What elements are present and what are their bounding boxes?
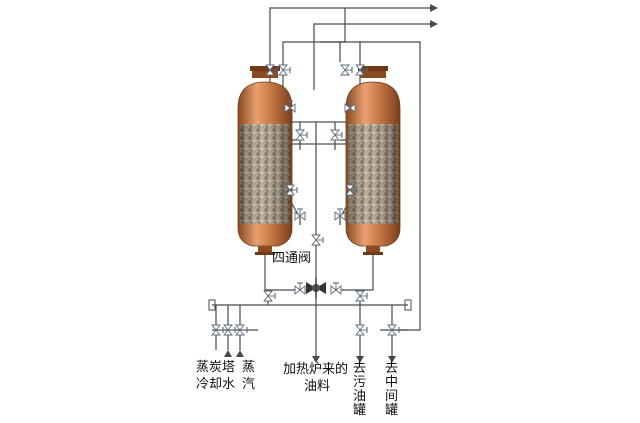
adsorber-right bbox=[345, 66, 401, 255]
intermediate-tank-label: 去中间罐 bbox=[385, 361, 399, 418]
arrow-right-icon bbox=[430, 20, 438, 28]
valve-icon bbox=[345, 184, 358, 196]
valve-icon bbox=[330, 282, 342, 295]
valve-icon bbox=[311, 234, 324, 246]
four-way-valve-label: 四通阀 bbox=[272, 251, 312, 266]
valve-icon bbox=[355, 324, 368, 336]
feed-oil-label-line1: 加热炉来的 bbox=[283, 362, 349, 377]
valve-icon bbox=[265, 64, 278, 76]
arrow-down-icon bbox=[224, 350, 232, 357]
valve-icon bbox=[355, 290, 368, 302]
four-way-valve-icon bbox=[306, 278, 326, 298]
valve-icon bbox=[355, 64, 368, 76]
cooling-water-label-line1: 蒸炭塔 bbox=[196, 360, 236, 375]
arrow-down-icon bbox=[236, 350, 244, 357]
valve-icon bbox=[235, 324, 248, 336]
cooling-water-label-line2: 冷却水 bbox=[196, 377, 236, 392]
slop-tank-label: 去污油罐 bbox=[353, 361, 367, 418]
arrow-right-icon bbox=[430, 4, 438, 12]
arrow-down-icon bbox=[388, 356, 396, 363]
valve-icon bbox=[344, 100, 356, 113]
valve-icon bbox=[334, 208, 346, 221]
valve-icon bbox=[340, 64, 353, 76]
valve-icon bbox=[294, 282, 306, 295]
valve-icon bbox=[284, 100, 296, 113]
steam-label-line2: 汽 bbox=[242, 377, 256, 392]
valve-icon bbox=[330, 129, 343, 141]
arrow-down-icon bbox=[356, 356, 364, 363]
valve-icon bbox=[263, 290, 276, 302]
valve-icon bbox=[285, 184, 298, 196]
feed-oil-label-line2: 油料 bbox=[304, 379, 331, 394]
valve-group bbox=[211, 64, 400, 336]
valve-icon bbox=[211, 324, 224, 336]
valve-icon bbox=[223, 324, 236, 336]
valve-icon bbox=[278, 64, 291, 76]
valve-icon bbox=[387, 324, 400, 336]
valve-icon bbox=[295, 129, 308, 141]
arrow-down-icon bbox=[312, 356, 320, 363]
steam-label-line1: 蒸 bbox=[242, 360, 256, 375]
valve-icon bbox=[294, 208, 306, 221]
adsorber-left bbox=[237, 66, 293, 255]
